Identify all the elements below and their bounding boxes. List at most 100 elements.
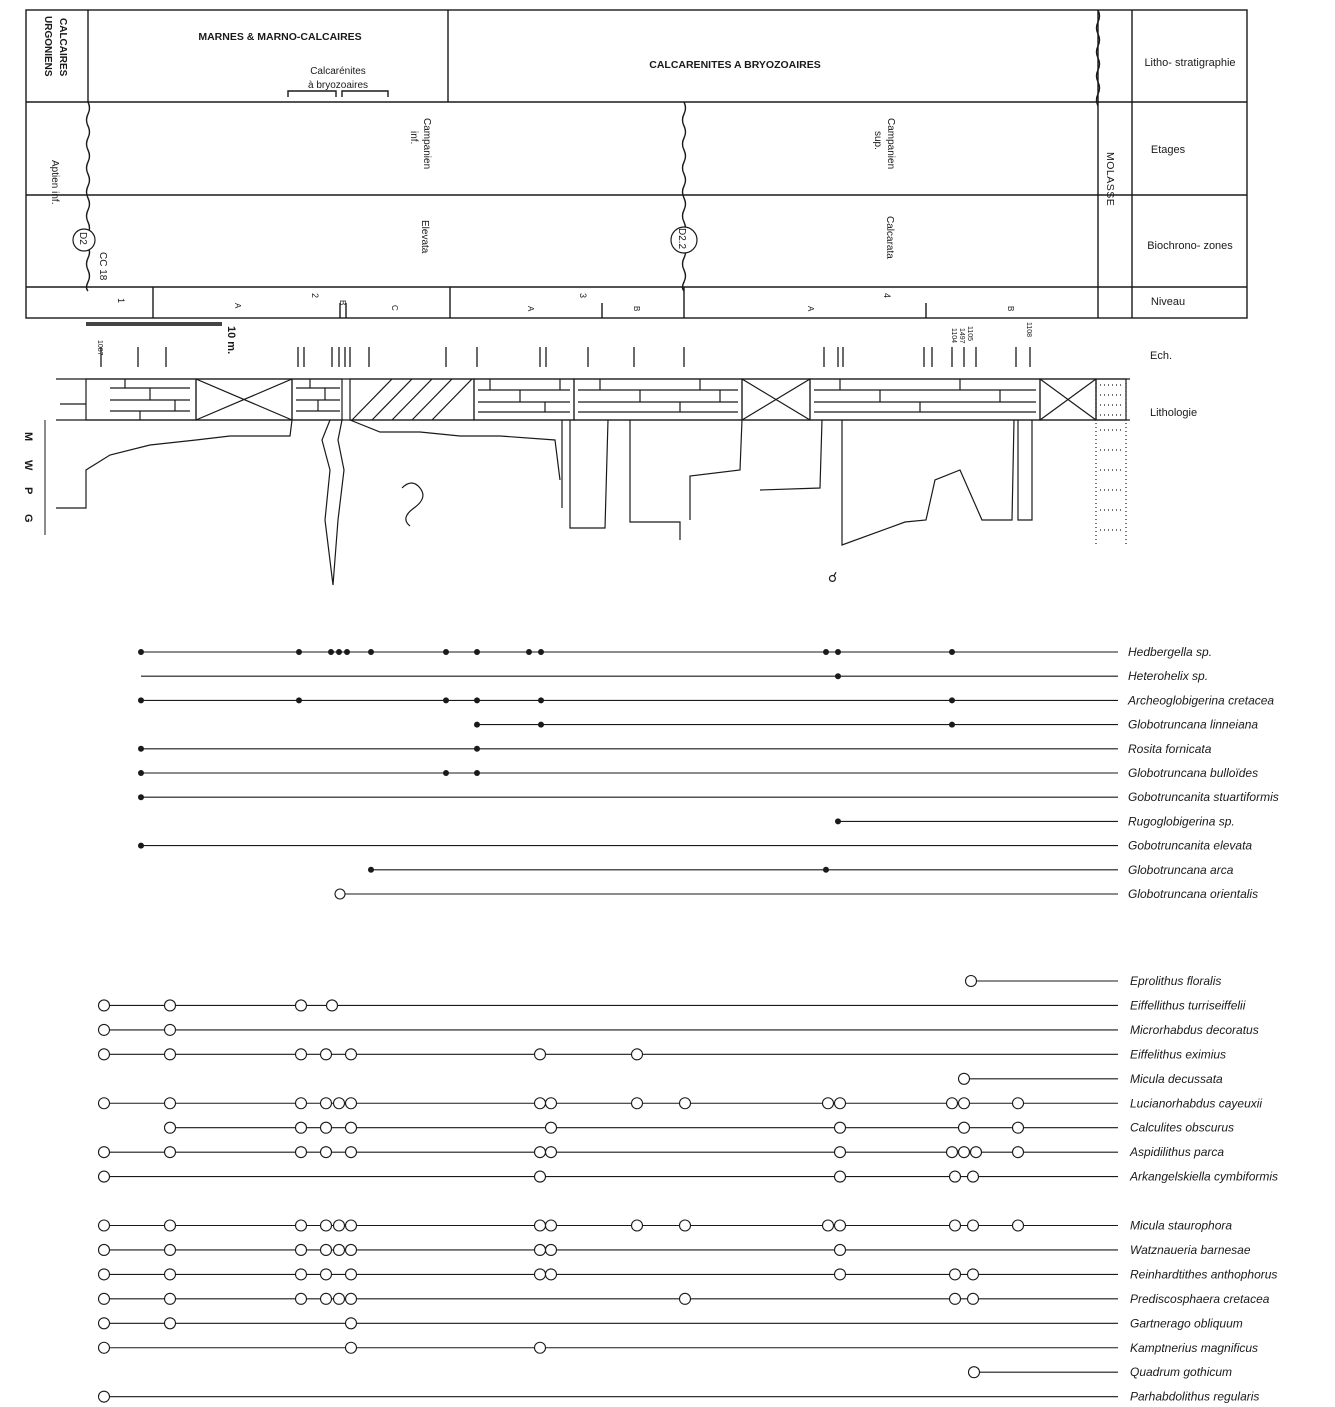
occurrence-circle	[950, 1269, 961, 1280]
occurrence-circle	[334, 1244, 345, 1255]
occurrence-dot	[138, 746, 144, 752]
occurrence-circle	[99, 1049, 110, 1060]
niveau-3: 3	[578, 293, 588, 298]
species-label: Eiffelithus eximius	[1130, 1047, 1226, 1061]
occurrence-circle	[959, 1098, 970, 1109]
occurrence-dot	[138, 843, 144, 849]
occurrence-circle	[535, 1342, 546, 1353]
header-urgoniens-line1: CALCAIRES	[57, 18, 68, 77]
species-label: Calculites obscurus	[1130, 1121, 1234, 1135]
nanno-range-row: Micula staurophora	[99, 1219, 1233, 1233]
occurrence-circle	[346, 1220, 357, 1231]
species-label: Hedbergella sp.	[1128, 645, 1212, 659]
occurrence-circle	[99, 1293, 110, 1304]
occurrence-circle	[346, 1098, 357, 1109]
occurrence-circle	[835, 1244, 846, 1255]
species-label: Rosita fornicata	[1128, 742, 1212, 756]
occurrence-circle	[321, 1098, 332, 1109]
label-biochrono: Biochrono- zones	[1147, 240, 1233, 252]
header-texts: CALCAIRES URGONIENS MARNES & MARNO-CALCA…	[42, 16, 1236, 419]
occurrence-circle	[535, 1098, 546, 1109]
species-label: Globotruncana orientalis	[1128, 887, 1258, 901]
occurrence-circle	[947, 1098, 958, 1109]
occurrence-circle	[165, 1049, 176, 1060]
texture-w: W	[22, 460, 34, 471]
occurrence-circle	[835, 1220, 846, 1231]
occurrence-circle	[835, 1269, 846, 1280]
occurrence-circle	[346, 1244, 357, 1255]
nanno-range-row: Kamptnerius magnificus	[99, 1341, 1259, 1355]
occurrence-dot	[538, 722, 544, 728]
foram-range-row: Rugoglobigerina sp.	[835, 814, 1235, 828]
subniveau-3a: A	[526, 306, 535, 312]
occurrence-circle	[959, 1122, 970, 1133]
species-label: Prediscosphaera cretacea	[1130, 1292, 1270, 1306]
zone-d2: D2	[77, 232, 88, 245]
occurrence-circle	[296, 1293, 307, 1304]
nanno-range-row: Eiffelithus eximius	[99, 1047, 1227, 1061]
occurrence-dot	[328, 649, 334, 655]
occurrence-circle	[835, 1171, 846, 1182]
occurrence-circle	[346, 1342, 357, 1353]
occurrence-circle	[823, 1098, 834, 1109]
occurrence-circle	[334, 1293, 345, 1304]
occurrence-circle	[535, 1220, 546, 1231]
occurrence-dot	[526, 649, 532, 655]
occurrence-circle	[296, 1220, 307, 1231]
occurrence-dot	[296, 649, 302, 655]
occurrence-dot	[443, 770, 449, 776]
species-label: Globotruncana linneiana	[1128, 718, 1258, 732]
occurrence-circle	[99, 1147, 110, 1158]
species-label: Eiffellithus turriseiffelii	[1130, 998, 1246, 1012]
occurrence-circle	[165, 1098, 176, 1109]
niveau-1: 1	[116, 298, 126, 303]
stage-campanien-sup-line1: Campanien	[885, 118, 896, 169]
foram-range-row: Rosita fornicata	[138, 742, 1212, 756]
sample-ticks	[101, 347, 1030, 367]
occurrence-circle	[165, 1147, 176, 1158]
occurrence-circle	[321, 1269, 332, 1280]
occurrence-circle	[1013, 1122, 1024, 1133]
species-label: Aspidilithus parca	[1129, 1145, 1224, 1159]
occurrence-dot	[474, 697, 480, 703]
occurrence-circle	[1013, 1147, 1024, 1158]
foraminifera-range-chart: Hedbergella sp.Heterohelix sp.Archeoglob…	[138, 645, 1279, 901]
species-label: Globotruncana bulloïdes	[1128, 766, 1258, 780]
species-label: Micula decussata	[1130, 1072, 1223, 1086]
occurrence-dot	[138, 649, 144, 655]
occurrence-dot	[474, 722, 480, 728]
occurrence-dot	[138, 770, 144, 776]
occurrence-circle	[99, 1391, 110, 1402]
foram-range-row: Gobotruncanita elevata	[138, 839, 1252, 853]
lithology-band	[56, 379, 1130, 585]
stage-campanien-sup-line2: sup.	[872, 131, 883, 150]
occurrence-circle	[535, 1171, 546, 1182]
zone-calcarata: Calcarata	[884, 216, 895, 259]
species-label: Parhabdolithus regularis	[1130, 1390, 1259, 1404]
header-marnes: MARNES & MARNO-CALCAIRES	[198, 31, 361, 43]
species-label: Watznaueria barnesae	[1130, 1243, 1251, 1257]
label-niveau: Niveau	[1151, 296, 1185, 308]
nanno-range-row: Microrhabdus decoratus	[99, 1023, 1259, 1037]
occurrence-circle	[99, 1098, 110, 1109]
occurrence-dot	[538, 697, 544, 703]
occurrence-circle	[99, 1342, 110, 1353]
occurrence-circle	[99, 1269, 110, 1280]
occurrence-circle	[165, 1269, 176, 1280]
nanno-range-row: Eprolithus floralis	[966, 974, 1222, 988]
occurrence-circle	[546, 1244, 557, 1255]
occurrence-circle	[99, 1024, 110, 1035]
occurrence-circle	[546, 1098, 557, 1109]
occurrence-circle	[535, 1269, 546, 1280]
zone-cc18: CC 18	[97, 252, 108, 281]
occurrence-circle	[296, 1269, 307, 1280]
occurrence-circle	[835, 1147, 846, 1158]
occurrence-circle	[165, 1122, 176, 1133]
foram-range-row: Globotruncana arca	[368, 863, 1234, 877]
occurrence-circle	[99, 1171, 110, 1182]
nanno-range-row: Prediscosphaera cretacea	[99, 1292, 1270, 1306]
nanno-range-row: Reinhardtithes anthophorus	[99, 1267, 1278, 1281]
species-label: Archeoglobigerina cretacea	[1127, 693, 1274, 707]
zone-d22: D2.2	[676, 228, 687, 250]
occurrence-circle	[296, 1098, 307, 1109]
